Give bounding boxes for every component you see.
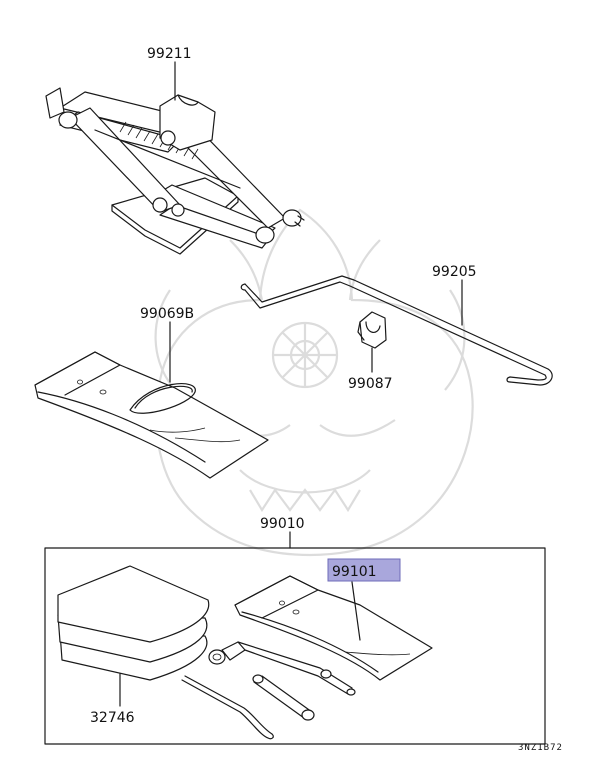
label-tool-set: 99010 bbox=[260, 516, 305, 532]
socket-wrench bbox=[252, 674, 315, 721]
jack-handle bbox=[240, 275, 553, 386]
tool-bag-leader bbox=[351, 581, 361, 641]
handle-clip bbox=[357, 311, 387, 373]
tool-cover bbox=[57, 565, 210, 707]
label-jack-bag: 99069B bbox=[140, 306, 194, 322]
scissor-jack bbox=[45, 61, 305, 255]
extension-bar bbox=[181, 675, 274, 740]
tool-set-box bbox=[44, 547, 546, 745]
watermark-emblem bbox=[154, 208, 474, 557]
jack-bag bbox=[34, 321, 269, 479]
tool-bag-label-highlight[interactable] bbox=[327, 558, 401, 582]
tool-set-group bbox=[44, 531, 546, 745]
label-jack: 99211 bbox=[147, 46, 192, 62]
label-clip: 99087 bbox=[348, 376, 393, 392]
label-tool-cover: 32746 bbox=[90, 710, 135, 726]
wheel-wrench bbox=[208, 641, 356, 696]
tool-bag bbox=[234, 575, 433, 681]
label-tool-bag[interactable]: 99101 bbox=[332, 564, 377, 580]
label-handle: 99205 bbox=[432, 264, 477, 280]
drawing-code: 3NZ1B72 bbox=[518, 743, 563, 753]
